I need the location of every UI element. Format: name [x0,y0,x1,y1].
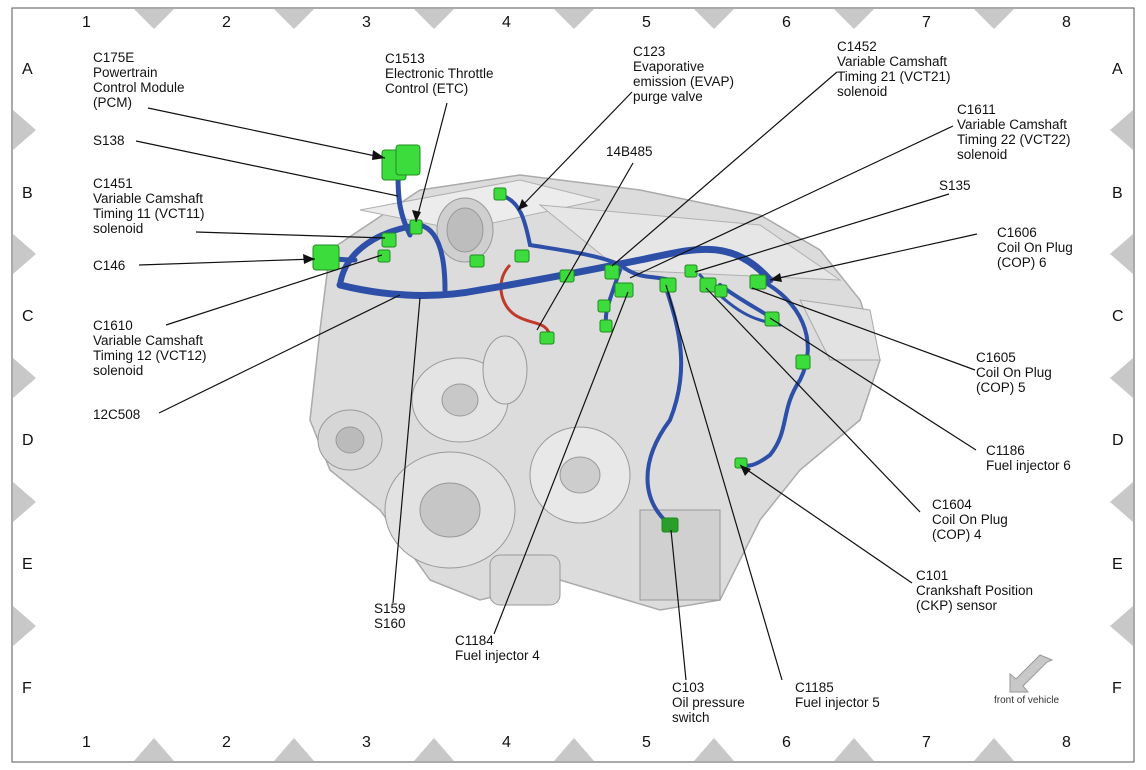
col-7-bottom: 7 [922,734,931,751]
label-c1184: C1184 Fuel injector 4 [455,633,540,663]
col-8-bottom: 8 [1062,734,1071,751]
connector-c1452 [604,264,620,280]
row-b-right: B [1112,185,1123,202]
label-c1513: C1513 Electronic Throttle Control (ETC) [385,51,494,96]
connectors [312,144,811,533]
row-e-right: E [1112,556,1123,573]
row-d: D [22,432,34,449]
row-c-right: C [1112,308,1124,325]
row-d-right: D [1112,432,1124,449]
top-markers [134,9,1014,29]
col-8: 8 [1062,14,1071,31]
col-1-bottom: 1 [82,734,91,751]
label-c146: C146 [93,258,126,273]
col-4: 4 [502,14,511,31]
connector-14b485 [539,331,555,345]
row-f-right: F [1112,680,1122,697]
label-c1604: C1604 Coil On Plug (COP) 4 [932,497,1008,542]
col-3-bottom: 3 [362,734,371,751]
col-3: 3 [362,14,371,31]
col-4-bottom: 4 [502,734,511,751]
col-7: 7 [922,14,931,31]
bottom-markers [134,738,1014,761]
label-c175e: C175E Powertrain Control Module (PCM) [93,50,185,110]
label-c1606: C1606 Coil On Plug (COP) 6 [997,225,1073,270]
label-c1451: C1451 Variable Camshaft Timing 11 (VCT11… [93,176,205,236]
row-a-right: A [1112,61,1123,78]
label-c1605: C1605 Coil On Plug (COP) 5 [976,350,1052,395]
label-14b485: 14B485 [606,144,653,159]
left-markers [13,110,36,646]
leader-arrowheads [303,150,782,476]
label-c1185: C1185 Fuel injector 5 [795,680,880,710]
label-12c508: 12C508 [93,407,141,422]
row-e: E [22,556,33,573]
connector-c1513 [409,219,423,235]
connector-c1184 [614,282,634,298]
leader-lines [135,71,978,681]
connector-c1451 [381,232,397,248]
col-1: 1 [82,14,91,31]
label-c1610: C1610 Variable Camshaft Timing 12 (VCT12… [93,318,207,378]
arrow-icon [1009,654,1054,693]
connector-c123 [493,187,507,201]
label-c101: C101 Crankshaft Position (CKP) sensor [916,568,1034,613]
connector-c1606 [749,274,767,290]
row-b: B [22,185,33,202]
connector-c103 [661,517,679,533]
label-s159: S159 S160 [374,601,406,631]
label-c123: C123 Evaporative emission (EVAP) purge v… [633,44,735,104]
col-5: 5 [642,14,651,31]
col-5-bottom: 5 [642,734,651,751]
label-c103: C103 Oil pressure switch [672,680,745,725]
col-2-bottom: 2 [222,734,231,751]
label-s138: S138 [93,133,125,148]
diagram-frame [11,7,1135,763]
red-tube [499,263,552,336]
row-c: C [22,308,34,325]
col-2: 2 [222,14,231,31]
row-a: A [22,61,33,78]
label-c1611: C1611 Variable Camshaft Timing 22 (VCT22… [957,102,1071,162]
connector-c1186 [795,354,811,370]
label-c1186: C1186 Fuel injector 6 [986,443,1071,473]
label-s135: S135 [939,178,971,193]
col-6: 6 [782,14,791,31]
row-f: F [22,680,32,697]
right-markers [1110,110,1133,646]
label-c1452: C1452 Variable Camshaft Timing 21 (VCT21… [837,39,951,99]
connector-c146 [312,244,340,271]
front-of-vehicle-label: front of vehicle [994,695,1060,706]
connector-c101 [734,457,748,469]
col-6-bottom: 6 [782,734,791,751]
engine-block [309,174,881,611]
